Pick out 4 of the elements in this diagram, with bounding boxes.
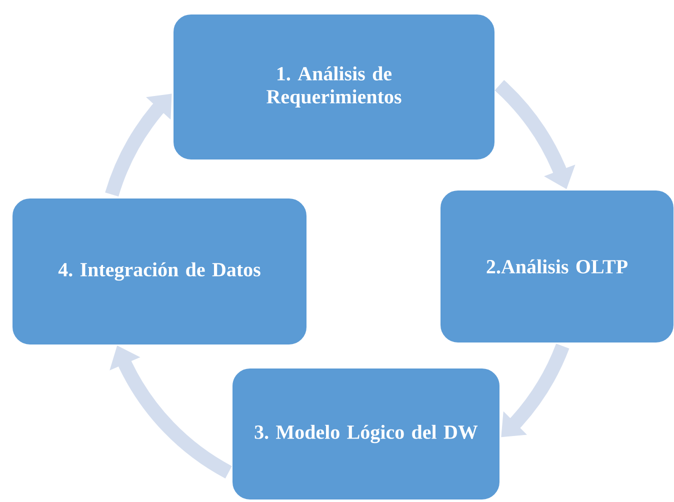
process-box: 2.Análisis OLTP: [440, 189, 674, 344]
process-box: 1. Análisis de Requerimientos: [172, 14, 496, 160]
process-box: 3. Modelo Lógico del DW: [232, 367, 500, 500]
process-box: 4. Integración de Datos: [12, 197, 308, 346]
